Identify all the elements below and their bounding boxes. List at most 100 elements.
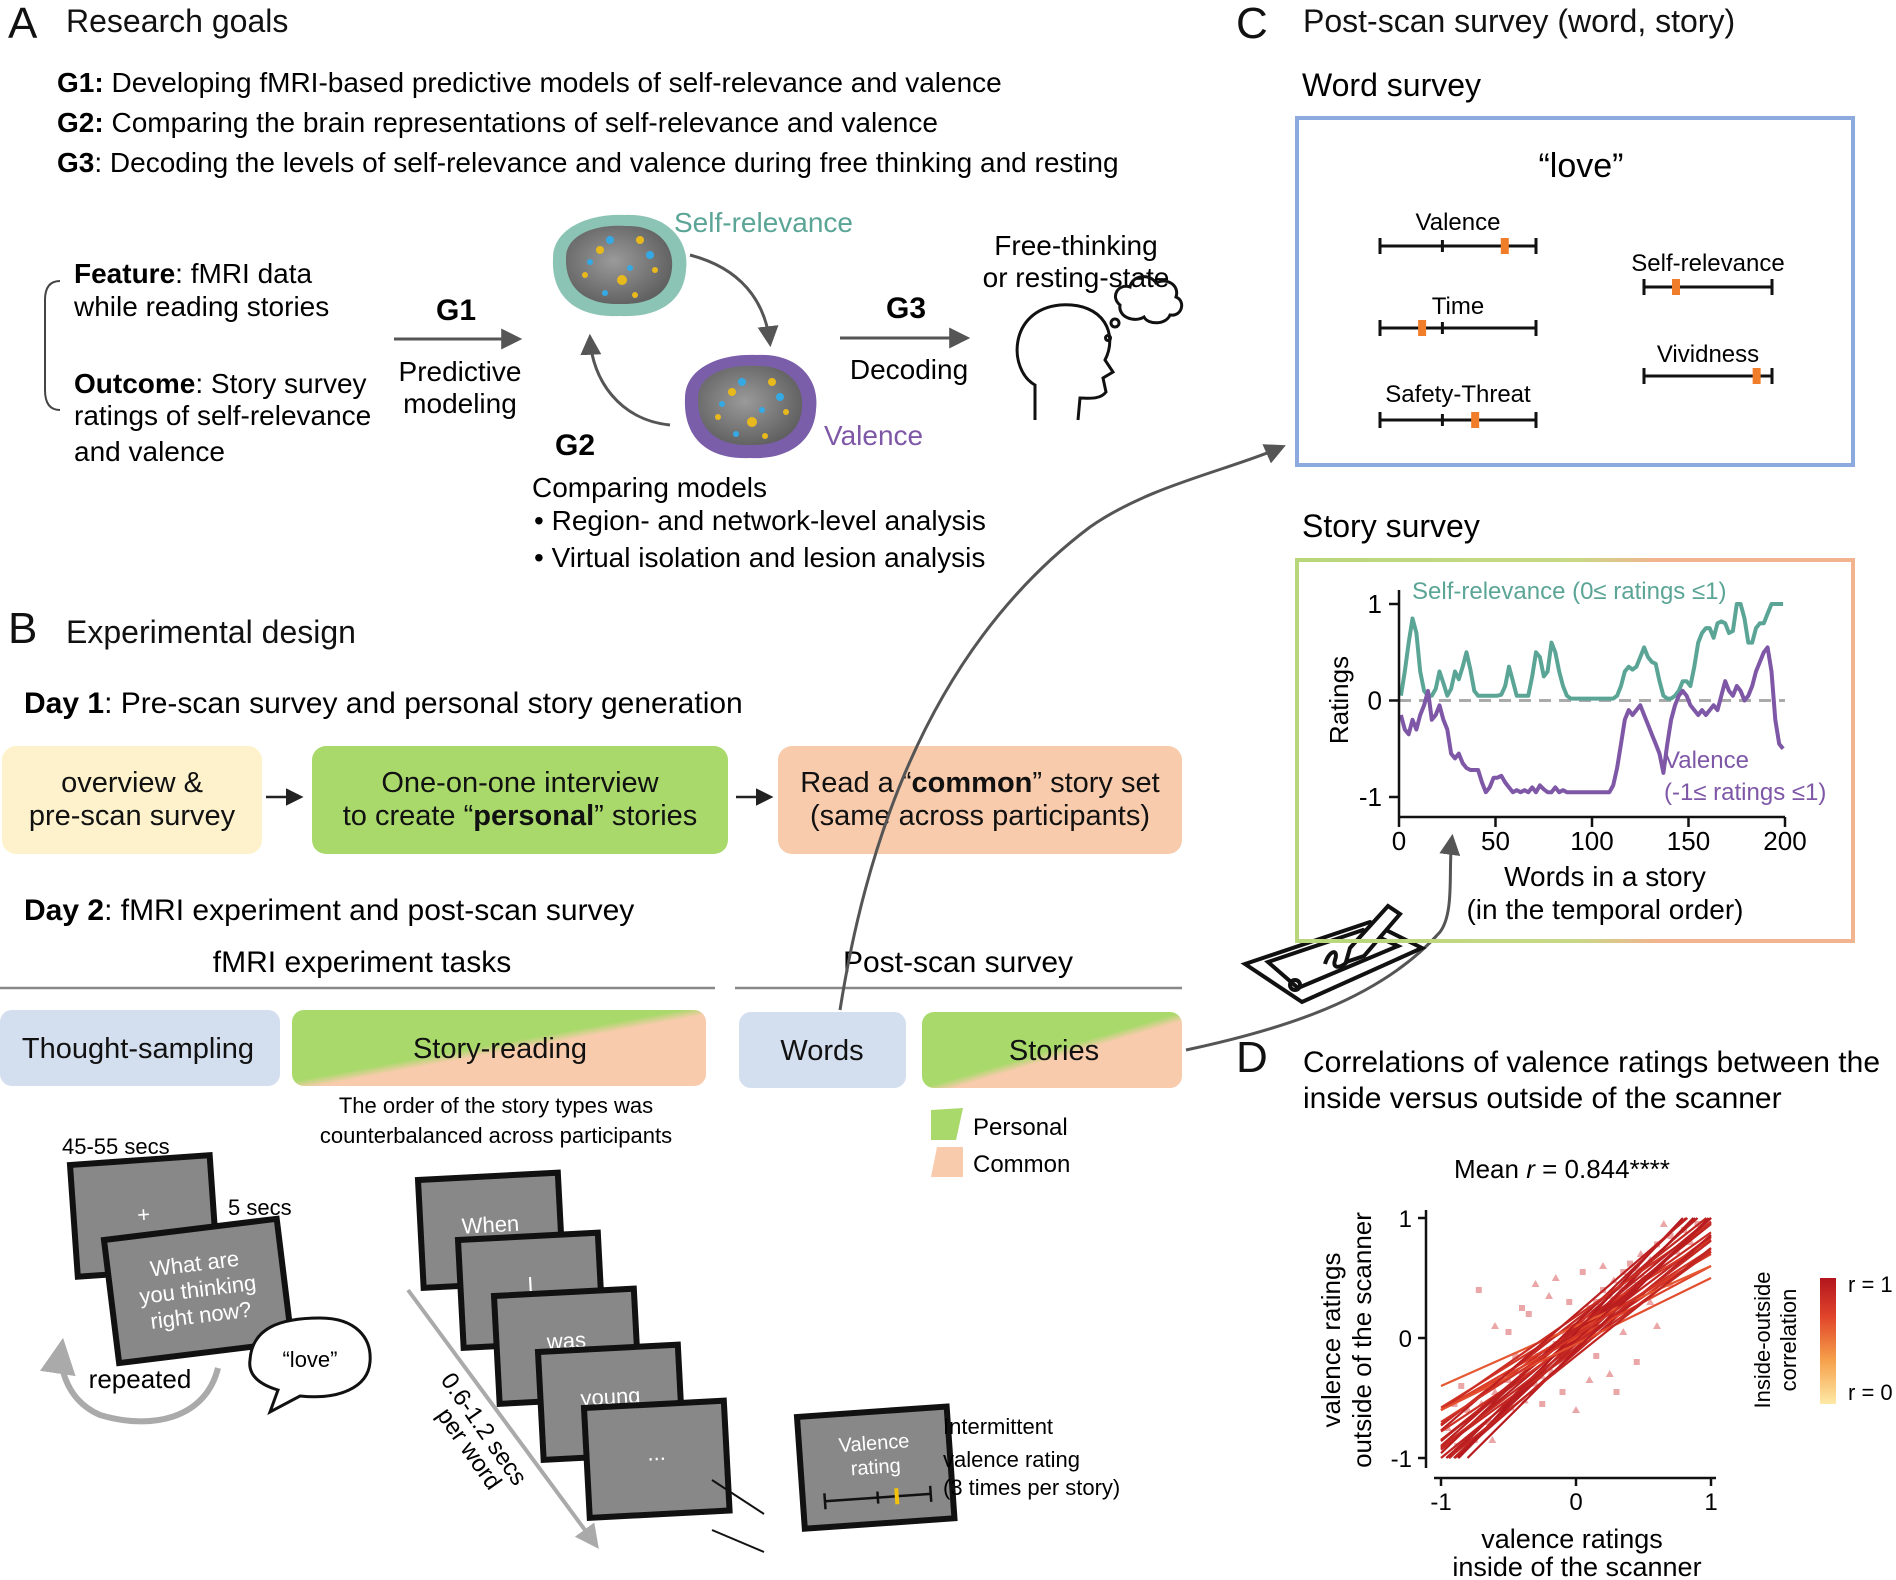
scale-marker-vividness [1752, 368, 1761, 384]
ts-response: “love” [282, 1347, 337, 1372]
corr-point [1519, 1305, 1525, 1311]
goal-g1: G1: Developing fMRI-based predictive mod… [57, 67, 1002, 98]
corr-regression-line-27 [1447, 1247, 1712, 1459]
brain-cycle-arrow-right [689, 253, 779, 348]
colorbar-title-line-1: Inside-outside [1750, 1272, 1775, 1409]
overview-box [2, 746, 262, 854]
corr-point [1531, 1280, 1540, 1287]
corr-point [1646, 1298, 1655, 1305]
corr-xtick-label--1: -1 [1430, 1489, 1451, 1516]
panel-b: B Experimental design Day 1: Pre-scan su… [0, 604, 1182, 1553]
overview-box-line-2: pre-scan survey [29, 800, 236, 832]
story-xtick-label-150: 150 [1667, 826, 1710, 856]
corr-point [1653, 1322, 1661, 1329]
stories-to-story-survey-arrow [1185, 833, 1461, 1052]
self-relevance-label: Self-relevance [674, 207, 853, 238]
panel-d-title-line-1: Correlations of valence ratings between … [1303, 1046, 1880, 1079]
story-word-screens: When I was young ... [414, 1169, 733, 1522]
rating-callout-line-2 [711, 1529, 765, 1553]
corr-point [1545, 1292, 1553, 1299]
scale-marker-valence [1500, 238, 1509, 254]
stories-box [922, 1012, 1182, 1088]
scale-valence: Valence [1378, 209, 1538, 254]
word-screen-5: ... [580, 1397, 733, 1522]
corr-point [1605, 1370, 1614, 1377]
interview-box-line-1: One-on-one interview [381, 767, 659, 799]
corr-xtick-label-0: 0 [1569, 1489, 1582, 1516]
word-survey-box [1295, 116, 1855, 467]
valence-label: Valence [824, 420, 923, 451]
story-ytick-label--1: -1 [1359, 782, 1382, 812]
corr-point [1505, 1329, 1512, 1335]
corr-point [1627, 1260, 1633, 1267]
g2-label: G2 [555, 429, 595, 462]
feature-outcome-brace [44, 280, 61, 411]
story-legend-valence-line-1: Valence [1664, 747, 1749, 774]
corr-point [1485, 1419, 1492, 1425]
colorbar [1820, 1278, 1836, 1404]
rating-screen: Valence rating [793, 1403, 958, 1532]
corr-ytick-label-1: 1 [1399, 1206, 1412, 1233]
corr-point [1593, 1353, 1600, 1359]
brain-cycle-arrow-left [580, 333, 671, 427]
story-xtick-label-200: 200 [1763, 826, 1806, 856]
colorbar-bottom-label: r = 0 [1848, 1380, 1893, 1405]
corr-ylabel-2: outside of the scanner [1347, 1212, 1377, 1468]
panel-c-title: Post-scan survey (word, story) [1303, 3, 1735, 39]
story-series-valence [1398, 645, 1785, 795]
corr-regression-line-26 [1440, 1248, 1712, 1423]
post-scan-title: Post-scan survey [843, 946, 1073, 979]
corr-xtick-label-1: 1 [1704, 1489, 1717, 1516]
corr-point [1512, 1353, 1519, 1359]
corr-point [1619, 1328, 1628, 1335]
corr-ytick-label-0: 0 [1399, 1326, 1412, 1353]
rating-screen-line-2: rating [850, 1455, 901, 1480]
panel-letter-b: B [8, 604, 37, 653]
interview-box [312, 746, 728, 854]
corr-point [1539, 1401, 1546, 1407]
tablet-pen-icon [1240, 903, 1427, 1005]
story-xlabel-1: Words in a story [1504, 861, 1706, 892]
words-box [739, 1012, 906, 1088]
story-series-self-relevance [1398, 602, 1784, 701]
intermittent-line-2: valence rating [943, 1447, 1080, 1472]
word-survey-title: Word survey [1302, 67, 1481, 103]
outcome-line-1: Outcome: Story survey [74, 368, 367, 399]
story-reading-box [292, 1010, 706, 1086]
brain-self-relevance-icon [552, 214, 687, 317]
thought-sampling-label: Thought-sampling [22, 1033, 254, 1065]
response-speech-bubble [248, 1316, 372, 1416]
panel-b-title: Experimental design [66, 614, 356, 650]
rating-callout-line-1 [711, 1479, 765, 1515]
corr-point [1599, 1262, 1607, 1269]
corr-point [1633, 1359, 1640, 1365]
corr-regression-line-13 [1454, 1233, 1712, 1459]
words-to-word-survey-arrow [838, 444, 1286, 1011]
rating-screen-marker [894, 1488, 900, 1505]
scale-marker-self-relevance [1672, 279, 1680, 295]
feature-line-2: while reading stories [73, 291, 329, 322]
scale-vividness: Vividness [1642, 341, 1774, 384]
g1-desc-1: Predictive [399, 356, 522, 387]
corr-point [1613, 1389, 1620, 1395]
g3-desc: Decoding [850, 354, 968, 385]
story-xlabel-2: (in the temporal order) [1466, 894, 1743, 925]
story-legend-valence-line-2: (-1≤ ratings ≤1) [1664, 779, 1826, 806]
scale-marker-safety-threat [1471, 412, 1480, 428]
panel-letter-a: A [8, 0, 38, 48]
corr-regression-lines [1440, 1217, 1712, 1459]
corr-point [1525, 1311, 1532, 1317]
corr-point [1551, 1274, 1560, 1281]
legend-personal-label: Personal [973, 1114, 1068, 1141]
corr-point [1559, 1389, 1566, 1395]
corr-regression-line-14 [1440, 1265, 1712, 1411]
story-ytick-label-0: 0 [1368, 686, 1382, 716]
panel-d: D Correlations of valence ratings betwee… [1236, 1033, 1893, 1580]
story-legend-self-relevance: Self-relevance (0≤ ratings ≤1) [1412, 578, 1726, 605]
corr-point [1475, 1287, 1482, 1293]
g3-label: G3 [886, 292, 926, 325]
